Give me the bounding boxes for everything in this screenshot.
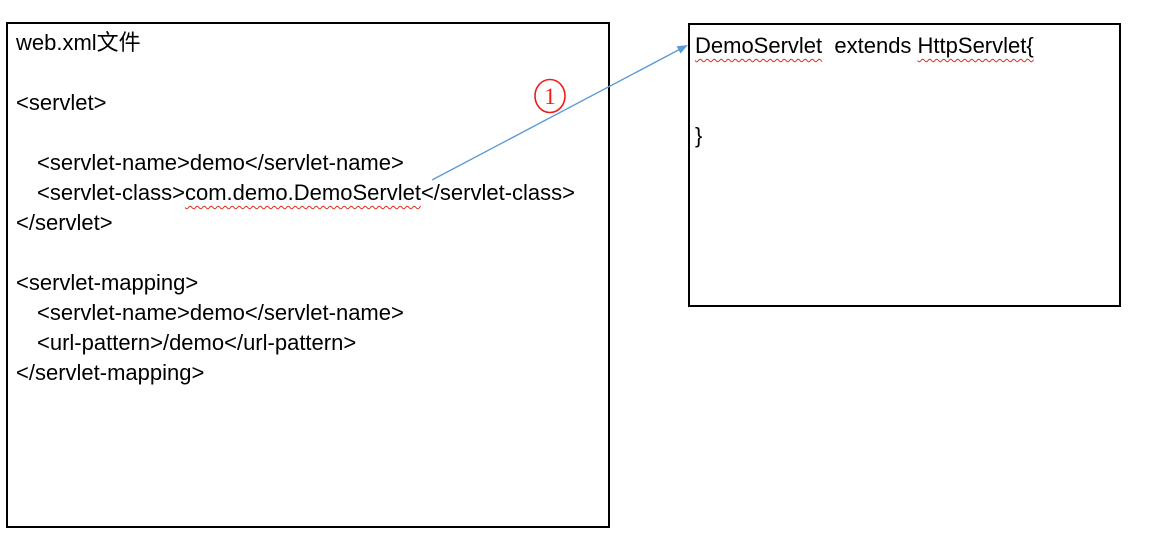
webxml-file-box: web.xml文件 <servlet> <servlet-name>demo</… [6,22,610,528]
xml-url-pattern-line: <url-pattern>/demo</url-pattern> [37,330,357,355]
xml-servlet-mapping-open-line: <servlet-mapping> [16,270,199,295]
webxml-title: web.xml文件 [16,30,141,55]
xml-servlet-close-line: </servlet> [16,210,113,235]
blank-line [16,58,602,88]
closing-brace-line: } [695,123,703,148]
blank-line [695,91,1113,121]
demoservlet-class-box: DemoServlet extends HttpServlet{ } [688,23,1121,307]
blank-line [16,238,602,268]
xml-servlet-mapping-close-line: </servlet-mapping> [16,360,205,385]
blank-line [695,61,1113,91]
servlet-class-value: com.demo.DemoServlet [184,180,421,205]
blank-line [16,118,602,148]
superclass-text: HttpServlet{ [917,33,1034,58]
xml-servlet-name-line: <servlet-name>demo</servlet-name> [37,150,404,175]
class-declaration-line: DemoServlet extends HttpServlet{ [695,31,1113,61]
servlet-class-close-tag: </servlet-class> [420,180,575,205]
xml-servlet-class-line: <servlet-class>com.demo.DemoServlet</ser… [16,178,602,208]
servlet-class-open-tag: <servlet-class> [37,180,185,205]
extends-keyword-text: extends [822,33,918,58]
class-name-text: DemoServlet [695,33,823,58]
xml-servlet-open-line: <servlet> [16,90,107,115]
xml-mapping-servlet-name-line: <servlet-name>demo</servlet-name> [37,300,404,325]
